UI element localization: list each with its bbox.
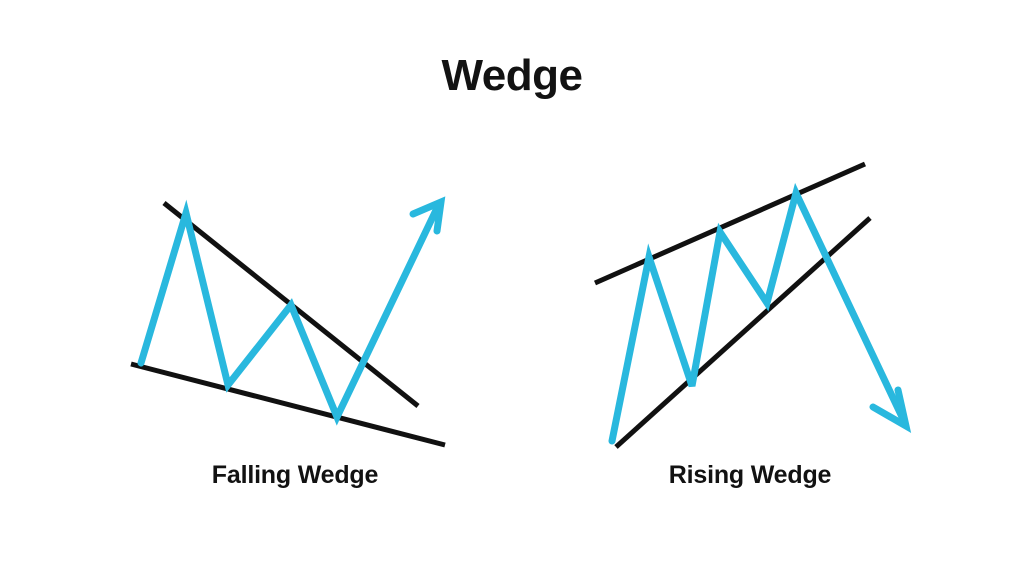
rising-wedge-breakdown-arrow-head [869, 386, 912, 433]
page-title: Wedge [441, 51, 583, 100]
rising-wedge-price-line [608, 182, 907, 445]
falling-wedge-price-line [137, 199, 442, 426]
rising-wedge-resistance-line [593, 161, 867, 286]
falling-wedge-caption: Falling Wedge [211, 461, 379, 489]
falling-wedge-group [130, 196, 446, 448]
rising-wedge-group [593, 161, 912, 449]
falling-wedge-breakout-arrow-head [409, 196, 446, 235]
rising-wedge-caption: Rising Wedge [668, 461, 832, 489]
falling-wedge-support-line [130, 361, 446, 448]
rising-wedge-support-line [614, 216, 872, 449]
